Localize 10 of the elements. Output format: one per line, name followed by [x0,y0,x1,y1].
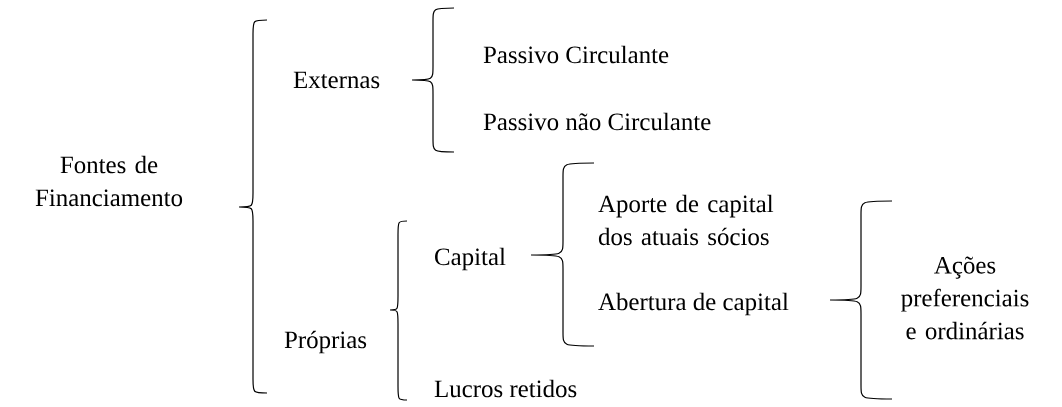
term-label: Fontes de Financiamento [35,155,183,207]
term-label: Passivo Circulante [483,45,669,64]
term-label: Próprias [284,330,367,354]
term-label: Capital [435,247,506,271]
term-label: Ações preferenciais e ordinárias [901,256,1029,340]
term-label: Aporte de capital dos atuais sócios [598,194,774,246]
term-label: Externas [293,71,380,89]
term-label: Passivo não Circulante [483,112,711,131]
term-label: Lucros retidos [434,379,577,398]
term-label: Abertura de capital [598,292,789,316]
